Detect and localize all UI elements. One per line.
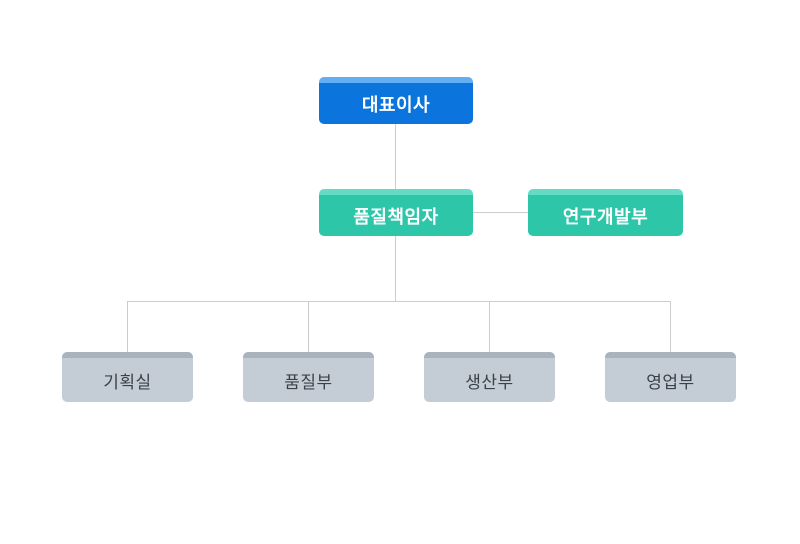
org-node-planning-office: 기획실 bbox=[62, 352, 193, 402]
connector-bus-to-quality-dept bbox=[308, 301, 309, 353]
org-node-sales-dept: 영업부 bbox=[605, 352, 736, 402]
org-node-quality-dept: 품질부 bbox=[243, 352, 374, 402]
org-node-quality-manager: 품질책임자 bbox=[319, 189, 473, 236]
org-node-sales-dept-label: 영업부 bbox=[646, 372, 695, 392]
org-node-planning-office-label: 기획실 bbox=[103, 372, 152, 392]
connector-bus-to-production bbox=[489, 301, 490, 353]
org-node-ceo-label: 대표이사 bbox=[361, 94, 431, 115]
org-node-quality-manager-label: 품질책임자 bbox=[353, 206, 439, 227]
connector-bus-to-sales bbox=[670, 301, 671, 353]
connector-quality-manager-to-rnd bbox=[473, 212, 528, 213]
connector-ceo-to-quality-manager bbox=[395, 124, 396, 189]
org-node-rnd-dept: 연구개발부 bbox=[528, 189, 683, 236]
connector-bus-to-planning bbox=[127, 301, 128, 353]
org-node-quality-dept-label: 품질부 bbox=[284, 372, 333, 392]
org-node-production-dept: 생산부 bbox=[424, 352, 555, 402]
org-node-ceo: 대표이사 bbox=[319, 77, 473, 124]
connector-bus bbox=[127, 301, 671, 302]
org-node-production-dept-label: 생산부 bbox=[465, 372, 514, 392]
connector-quality-manager-down bbox=[395, 236, 396, 301]
org-node-rnd-dept-label: 연구개발부 bbox=[562, 206, 649, 227]
